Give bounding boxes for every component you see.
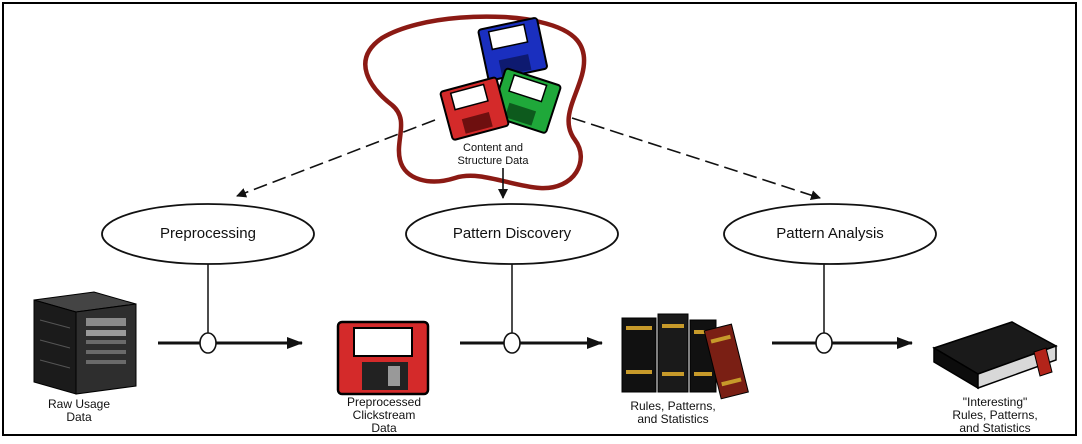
books-icon (621, 313, 749, 400)
pattern-discovery-label: Pattern Discovery (452, 225, 572, 242)
preprocessed-data-label: Preprocessed Clickstream Data (346, 395, 422, 435)
pattern-analysis-label: Pattern Analysis (776, 225, 884, 242)
content-structure-label: Content and Structure Data (457, 142, 529, 167)
server-tower-icon (33, 291, 137, 395)
pattern-analysis-node (723, 203, 937, 265)
junction-2 (503, 332, 521, 354)
preprocessed-floppy-icon (336, 320, 430, 396)
junction-1 (199, 332, 217, 354)
content-to-analysis-arrow (571, 117, 821, 200)
junction-3 (815, 332, 833, 354)
single-book-icon (932, 321, 1058, 390)
content-to-preprocessing-arrow (236, 119, 436, 198)
content-highlight-outline (363, 14, 587, 191)
preprocessing-label: Preprocessing (160, 225, 256, 242)
interesting-rules-label: "Interesting" Rules, Patterns, and Stati… (952, 395, 1038, 435)
green-floppy-icon (490, 67, 562, 134)
rules-patterns-label: Rules, Patterns, and Statistics (630, 399, 716, 426)
red-floppy-icon (439, 76, 510, 141)
raw-usage-data-label: Raw Usage Data (47, 397, 111, 424)
diagram-frame (2, 2, 1077, 436)
